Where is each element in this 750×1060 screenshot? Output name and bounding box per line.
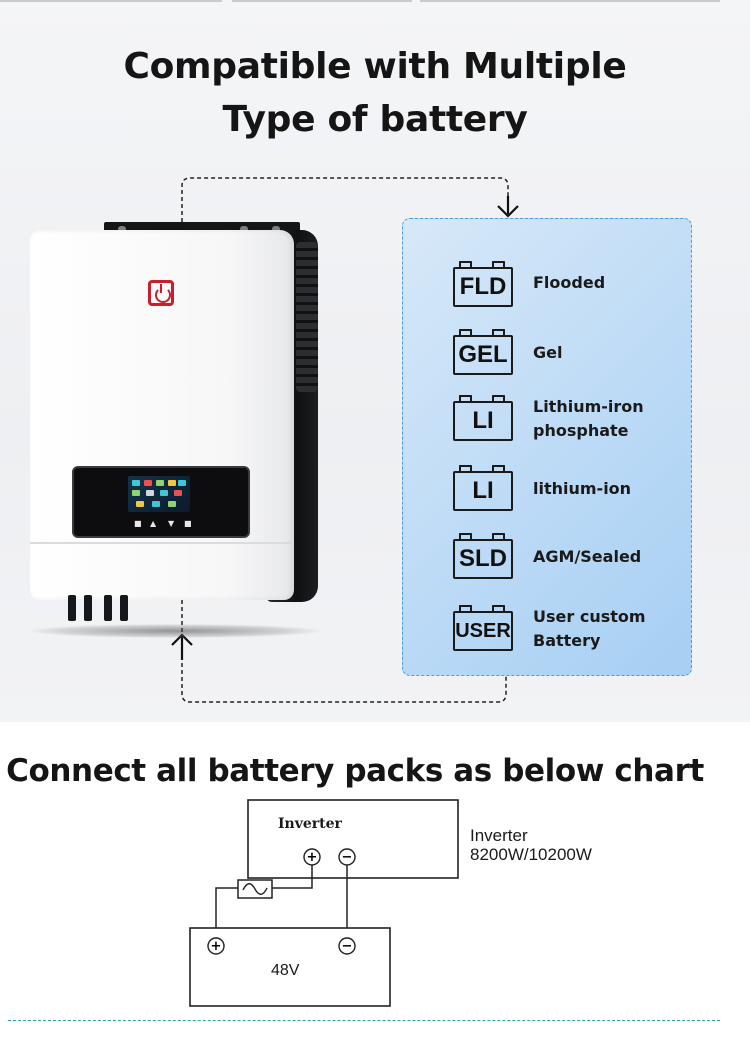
battery-box bbox=[189, 927, 391, 1007]
page-title: Compatible with Multiple Type of battery bbox=[0, 40, 750, 146]
svg-text:+: + bbox=[211, 939, 222, 954]
battery-type-label: Flooded bbox=[533, 273, 606, 292]
battery-type-label: User custom bbox=[533, 607, 646, 626]
wiring-diagram: Inverter + − + − 48V bbox=[189, 799, 459, 1007]
inverter-box bbox=[247, 799, 459, 879]
top-rule bbox=[0, 0, 750, 4]
battery-icon: LI bbox=[453, 395, 513, 443]
svg-text:−: − bbox=[342, 939, 353, 954]
battery-type-label: Lithium-iron bbox=[533, 397, 644, 416]
battery-positive-terminal bbox=[207, 937, 225, 955]
battery-icon: SLD bbox=[453, 533, 513, 581]
battery-type-label-line2: phosphate bbox=[533, 421, 629, 440]
inverter-front-panel: ■ ▲ ▼ ■ bbox=[30, 230, 294, 600]
connection-lines bbox=[171, 177, 519, 703]
inverter-product-image: ■ ▲ ▼ ■ bbox=[30, 220, 330, 640]
battery-type-agm: SLD AGM/Sealed bbox=[453, 529, 683, 585]
battery-type-gel: GEL Gel bbox=[453, 325, 683, 381]
battery-type-lithium-ion: LI lithium-ion bbox=[453, 461, 683, 517]
title-line-2: Type of battery bbox=[222, 99, 528, 140]
inverter-spec-line2: 8200W/10200W bbox=[470, 845, 592, 864]
inverter-spec-line1: Inverter bbox=[470, 826, 528, 845]
cable-connectors bbox=[68, 595, 140, 625]
battery-type-label-line2: Battery bbox=[533, 631, 601, 650]
compatibility-section: Compatible with Multiple Type of battery bbox=[0, 0, 750, 722]
inverter-vent bbox=[296, 242, 318, 392]
battery-negative-terminal bbox=[338, 937, 356, 955]
ground-shadow bbox=[30, 624, 320, 638]
display-button-esc: ■ bbox=[184, 519, 192, 528]
battery-type-flooded: FLD Flooded bbox=[453, 257, 683, 313]
wiring-heading: Connect all battery packs as below chart bbox=[6, 753, 704, 789]
inverter-box-label: Inverter bbox=[278, 816, 343, 832]
fuse-icon bbox=[237, 879, 273, 899]
title-line-1: Compatible with Multiple bbox=[123, 46, 627, 87]
battery-type-label: Gel bbox=[533, 343, 563, 362]
lcd-screen bbox=[128, 476, 190, 512]
display-button-enter: ■ bbox=[134, 519, 142, 528]
battery-type-user: USER User custom Battery bbox=[453, 601, 683, 657]
svg-text:+: + bbox=[307, 850, 318, 865]
battery-type-label: lithium-ion bbox=[533, 479, 632, 498]
battery-type-lifepo4: LI Lithium-iron phosphate bbox=[453, 391, 683, 447]
display-button-up: ▲ bbox=[150, 519, 157, 528]
battery-icon: USER bbox=[453, 605, 513, 653]
battery-icon: FLD bbox=[453, 261, 513, 309]
inverter-display: ■ ▲ ▼ ■ bbox=[72, 466, 250, 538]
battery-icon: LI bbox=[453, 465, 513, 513]
inverter-spec-label: Inverter 8200W/10200W bbox=[470, 826, 592, 864]
power-logo-icon bbox=[148, 280, 174, 306]
battery-types-panel: FLD Flooded GEL Gel LI Lithium-iron phos… bbox=[402, 218, 692, 676]
svg-text:−: − bbox=[342, 850, 353, 865]
bottom-divider bbox=[8, 1020, 720, 1021]
battery-voltage-label: 48V bbox=[271, 962, 300, 979]
front-panel-divider bbox=[30, 542, 294, 544]
arrow-down-icon bbox=[497, 196, 519, 218]
battery-type-label: AGM/Sealed bbox=[533, 547, 642, 566]
battery-icon: GEL bbox=[453, 329, 513, 377]
display-button-down: ▼ bbox=[168, 519, 175, 528]
